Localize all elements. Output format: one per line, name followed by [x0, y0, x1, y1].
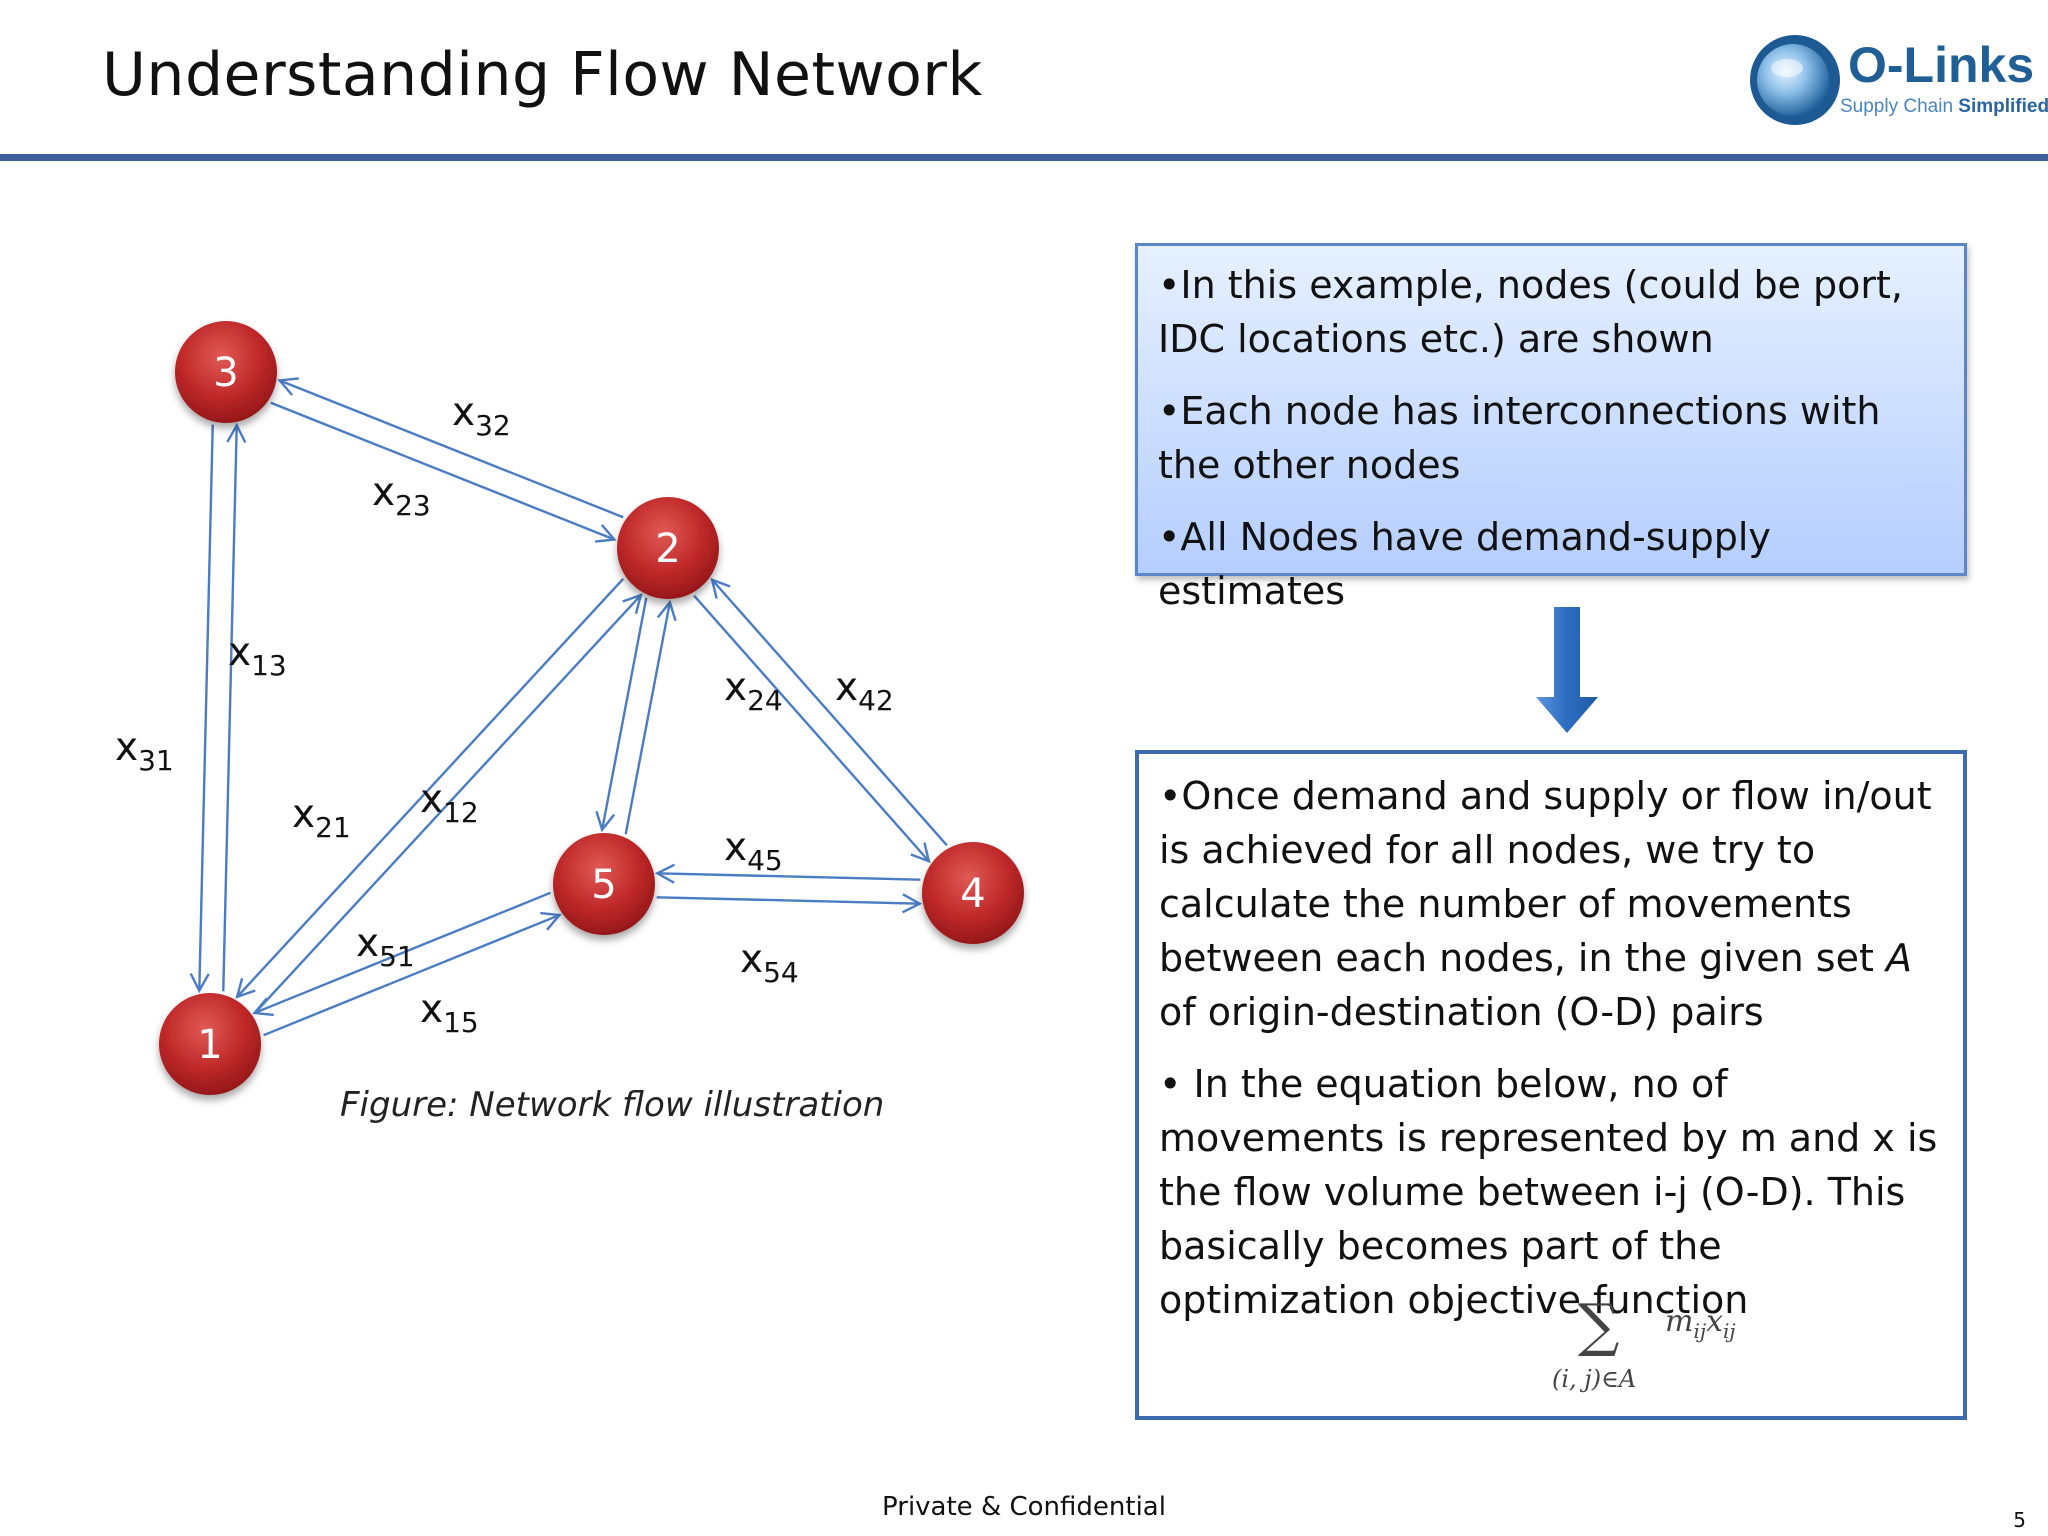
info-bullet-2: •Each node has interconnections with the… [1158, 389, 1881, 487]
edge-label-1-3: x13 [228, 630, 287, 682]
company-logo: O-Links Supply Chain Simplified [1745, 30, 2048, 130]
edge-5-4 [656, 896, 920, 905]
edge-4-2 [711, 578, 948, 847]
edge-arrowhead-4-2 [710, 577, 731, 599]
globe-icon [1750, 35, 1840, 125]
edge-5-2 [624, 602, 672, 835]
node-5: 5 [553, 833, 655, 935]
node-circle-2 [617, 497, 719, 599]
edge-arrowhead-5-1 [252, 997, 274, 1017]
edge-3-2 [270, 401, 615, 541]
edge-label-4-5: x54 [740, 937, 799, 989]
node-circle-3 [175, 321, 277, 423]
formula-term-x-index: ij [1723, 1319, 1736, 1343]
edge-arrowhead-3-2 [595, 524, 617, 543]
formula-term-m: m [1665, 1304, 1693, 1339]
edge-arrowhead-2-5 [595, 810, 616, 833]
node-circle-4 [922, 842, 1024, 944]
edge-label-2-1: x21 [292, 792, 351, 844]
detail-bullet-1: •Once demand and supply or flow in/out i… [1159, 769, 1945, 1039]
nodes: 1 2 3 4 5 [159, 321, 1024, 1095]
edge-arrowhead-5-4 [901, 893, 923, 914]
node-2: 2 [617, 497, 719, 599]
info-bullet-1: •In this example, nodes (could be port, … [1158, 263, 1903, 361]
node-1: 1 [159, 993, 261, 1095]
edge-3-1 [198, 424, 214, 991]
edge-2-3 [279, 379, 624, 519]
node-label-2: 2 [655, 526, 680, 572]
edge-label-1-5: x15 [420, 987, 479, 1039]
edge-arrowhead-2-1 [235, 978, 256, 999]
node-label-1: 1 [197, 1022, 222, 1068]
node-circle-1 [159, 993, 261, 1095]
edge-label-3-1: x31 [115, 725, 174, 777]
title-divider [0, 154, 2048, 161]
footer-confidential: Private & Confidential [882, 1492, 1166, 1522]
objective-function-formula: ∑ (i, j)∈A mijxij [1552, 1291, 1736, 1393]
edge-label-2-3: x23 [372, 470, 431, 522]
edge-1-5 [263, 913, 560, 1037]
edge-2-4 [693, 594, 930, 863]
logo-tagline-bold: Simplified [1958, 96, 2048, 117]
slide-title: Understanding Flow Network [102, 40, 983, 110]
detail-bullet-2: • In the equation below, no of movements… [1159, 1062, 1938, 1322]
logo-name: O-Links [1848, 37, 2035, 93]
node-label-3: 3 [213, 350, 238, 396]
detail-bullet-1-set: A [1885, 936, 1912, 980]
edge-1-3 [222, 425, 238, 992]
edge-label-5-1: x51 [356, 921, 415, 973]
formula-term-x: x [1706, 1304, 1723, 1339]
logo-tagline-prefix: Supply Chain [1840, 96, 1959, 117]
network-flow-diagram: 1 2 3 4 5 x32 x23 x13 x31 x21 x12 x24 x42 x45 x54 x51x… [115, 321, 1024, 1095]
edge-arrowhead-4-5 [654, 863, 676, 884]
node-4: 4 [922, 842, 1024, 944]
edge-label-2-4: x24 [724, 665, 783, 717]
edge-2-5 [600, 597, 648, 830]
info-box: •In this example, nodes (could be port, … [1135, 243, 1967, 613]
formula-sum-operator: ∑ [1578, 1291, 1619, 1359]
edge-2-1 [236, 577, 625, 998]
edge-arrowhead-1-5 [540, 911, 562, 931]
detail-bullet-1-pre: •Once demand and supply or flow in/out i… [1159, 774, 1932, 980]
edge-1-2 [253, 594, 642, 1015]
logo-tagline: Supply Chain Simplified [1840, 96, 2048, 118]
down-arrow-icon [1536, 607, 1598, 733]
edge-arrowhead-2-3 [277, 377, 299, 396]
formula-term-m-index: ij [1693, 1319, 1706, 1343]
formula-term: mijxij [1665, 1304, 1736, 1343]
detail-box: •Once demand and supply or flow in/out i… [1135, 750, 1967, 1420]
figure-caption: Figure: Network flow illustration [340, 1085, 885, 1125]
edge-label-4-2: x42 [835, 665, 894, 717]
edge-arrowhead-2-4 [910, 842, 931, 864]
edge-arrowhead-1-2 [622, 593, 643, 614]
detail-bullet-1-post: of origin-destination (O-D) pairs [1159, 990, 1764, 1034]
node-3: 3 [175, 321, 277, 423]
node-label-4: 4 [960, 871, 985, 917]
edge-arrowhead-1-3 [226, 422, 247, 444]
edge-label-5-4: x45 [724, 825, 783, 877]
info-bullet-3: •All Nodes have demand-supply estimates [1158, 515, 1771, 613]
page-number: 5 [2013, 1508, 2026, 1532]
edges [189, 377, 948, 1037]
node-label-5: 5 [591, 862, 616, 908]
edge-arrowhead-3-1 [189, 972, 210, 994]
edge-5-1 [254, 891, 551, 1015]
edge-label-3-2: x32 [452, 390, 511, 442]
node-circle-5 [553, 833, 655, 935]
edge-arrowhead-5-2 [656, 599, 677, 622]
edge-label-1-2: x12 [420, 777, 479, 829]
edge-4-5 [657, 872, 921, 881]
formula-sum-subscript: (i, j)∈A [1552, 1365, 1636, 1393]
